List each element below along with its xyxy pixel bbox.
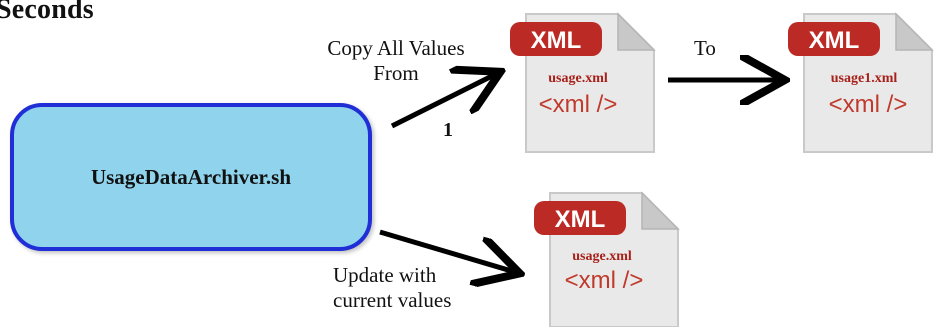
copy-label-line2: From [373, 61, 419, 85]
script-name: UsageDataArchiver.sh [90, 164, 292, 189]
step-number: 1 [443, 119, 453, 141]
svg-text:<xml />: <xml /> [565, 267, 644, 294]
svg-text:usage.xml: usage.xml [572, 249, 632, 264]
arrow-update [379, 229, 515, 272]
svg-text:usage1.xml: usage1.xml [831, 71, 898, 86]
svg-text:XML: XML [555, 206, 606, 233]
xml-file-icon: XML usage.xml <xml /> [510, 12, 656, 153]
svg-text:<xml />: <xml /> [539, 91, 618, 118]
arrow-copy-from [390, 74, 496, 129]
xml-file-icon: XML usage1.xml <xml /> [788, 12, 934, 153]
svg-text:XML: XML [809, 27, 860, 54]
copy-label: Copy All Values From [288, 36, 504, 86]
svg-text:<xml />: <xml /> [829, 91, 908, 118]
update-label-line2: current values [333, 288, 452, 312]
update-label-line1: Update with [333, 263, 437, 287]
svg-text:XML: XML [531, 27, 582, 54]
to-label: To [694, 36, 716, 60]
svg-text:usage.xml: usage.xml [548, 71, 608, 86]
heading-text: Seconds [0, 0, 94, 25]
update-label: Update with current values [333, 263, 451, 313]
script-box: UsageDataArchiver.sh [10, 103, 372, 251]
copy-label-line1: Copy All Values [327, 36, 465, 60]
xml-file-icon: XML usage.xml <xml /> [534, 191, 680, 327]
